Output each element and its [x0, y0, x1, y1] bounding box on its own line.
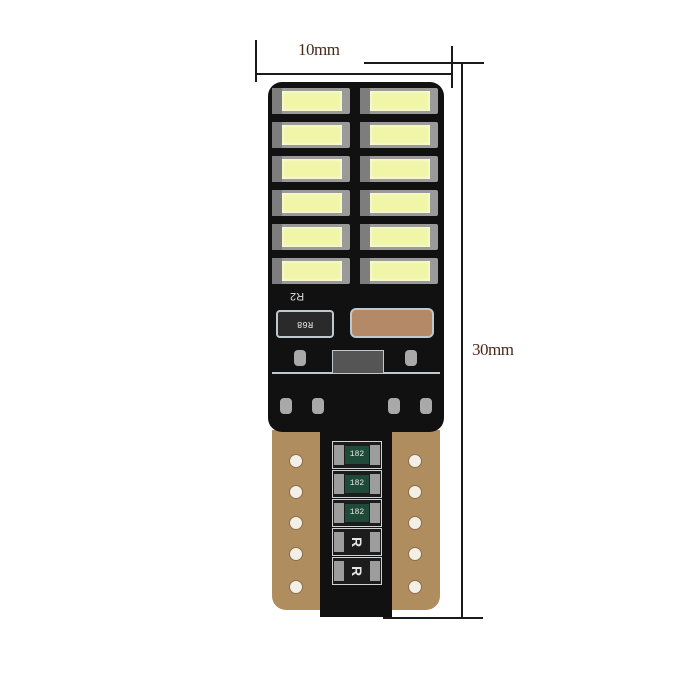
pad	[280, 398, 292, 414]
contact-hole	[408, 580, 422, 594]
contact-hole	[408, 485, 422, 499]
top-resistor-label: R68	[296, 319, 314, 329]
led	[272, 224, 350, 250]
height-label: 30mm	[472, 340, 514, 359]
smd-resistor: 182	[332, 499, 382, 527]
capacitor	[350, 308, 434, 338]
silkscreen-label: R2	[290, 290, 305, 302]
smd-pad: R	[332, 528, 382, 556]
contact-hole	[408, 454, 422, 468]
contact-hole	[289, 580, 303, 594]
pad	[388, 398, 400, 414]
contact-hole	[289, 485, 303, 499]
led	[272, 190, 350, 216]
contact-hole	[289, 516, 303, 530]
height-dimension-top-extension	[364, 62, 484, 64]
pad	[294, 350, 306, 366]
height-dimension-bottom-extension	[383, 617, 483, 619]
led	[360, 190, 438, 216]
smd-resistor: 182	[332, 470, 382, 498]
width-dimension-right-tick	[451, 46, 453, 88]
contact-hole	[289, 454, 303, 468]
height-dimension-line	[461, 62, 463, 618]
led	[272, 156, 350, 182]
led	[360, 224, 438, 250]
pad	[405, 350, 417, 366]
led	[360, 156, 438, 182]
smd-resistor: 182	[332, 441, 382, 469]
width-label: 10mm	[298, 40, 340, 59]
contact-hole	[408, 516, 422, 530]
led	[272, 258, 350, 284]
led	[272, 88, 350, 114]
led	[360, 122, 438, 148]
pad	[312, 398, 324, 414]
smd-pad: R	[332, 557, 382, 585]
top-resistor: R68	[276, 310, 334, 338]
transistor	[332, 350, 384, 374]
led	[360, 88, 438, 114]
contact-hole	[289, 547, 303, 561]
led	[272, 122, 350, 148]
pad	[420, 398, 432, 414]
contact-hole	[408, 547, 422, 561]
width-dimension-left-tick	[255, 40, 257, 82]
width-dimension-line	[255, 73, 453, 75]
led	[360, 258, 438, 284]
